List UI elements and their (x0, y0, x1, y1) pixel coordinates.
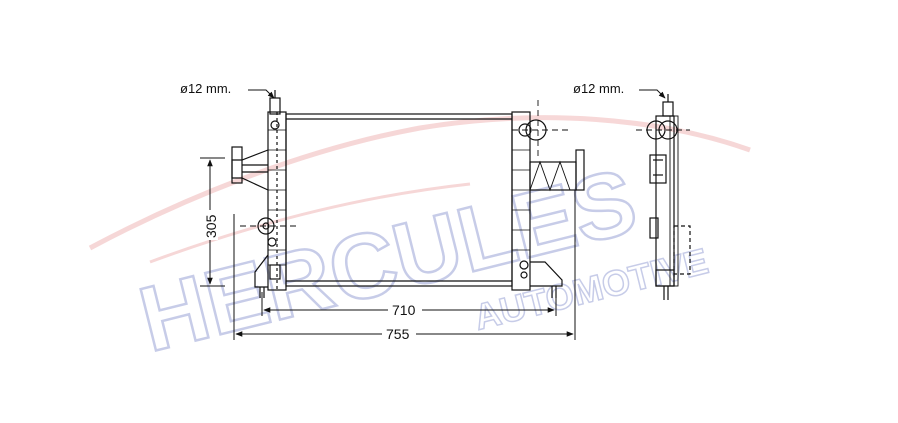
watermark: HERCULES AUTOMOTIVE (88, 115, 751, 373)
side-top-inlet (662, 101, 674, 117)
right-tank (511, 111, 531, 291)
right-foot (530, 261, 563, 287)
diameter-callout-front: ø12 mm. (180, 81, 275, 99)
radiator-front-view (231, 90, 585, 298)
dimension-overall-width: 755 (233, 190, 576, 342)
right-tank-ribs (512, 149, 530, 251)
side-lower-box (673, 225, 691, 275)
diameter-callout-side: ø12 mm. (573, 81, 666, 99)
dimension-core-width-value: 710 (392, 302, 416, 318)
right-mount-bracket (529, 149, 585, 192)
dimension-core-width: 710 (261, 292, 557, 318)
diameter-label-side: ø12 mm. (573, 81, 624, 96)
radiator-side-view (636, 94, 691, 300)
left-foot (254, 254, 269, 288)
dimension-height: 305 (200, 157, 225, 287)
left-tank-ribs (268, 129, 286, 266)
side-bracket (649, 154, 667, 184)
watermark-swoosh-2 (149, 182, 471, 264)
dimension-overall-width-value: 755 (386, 326, 410, 342)
watermark-swoosh (88, 115, 751, 251)
dimension-height-value: 305 (203, 214, 219, 238)
diameter-label-front: ø12 mm. (180, 81, 231, 96)
